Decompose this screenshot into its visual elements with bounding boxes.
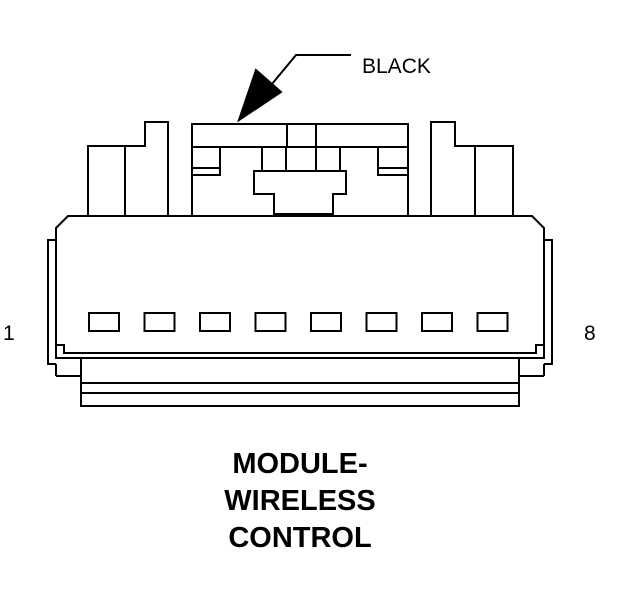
title-line-2: WIRELESS <box>224 485 376 517</box>
terminal-cavity <box>365 312 398 332</box>
terminal-cavity <box>421 312 453 332</box>
title-line-3: CONTROL <box>228 522 372 554</box>
title-line-1: MODULE- <box>232 448 368 480</box>
connector-title: MODULE- WIRELESS CONTROL <box>140 446 460 557</box>
terminal-cavity <box>199 312 231 332</box>
terminal-cavity <box>310 312 342 332</box>
right-latch <box>430 121 514 216</box>
lock-tab <box>191 123 409 216</box>
pin-number-last: 8 <box>584 322 596 345</box>
callout-leader-line <box>271 54 351 85</box>
connector-body <box>47 215 553 365</box>
terminal-cavity <box>143 312 176 332</box>
pin-number-first: 1 <box>3 322 15 345</box>
connector-base <box>55 357 545 407</box>
terminal-cavity <box>88 312 120 332</box>
color-callout <box>237 54 351 123</box>
wire-color-label: BLACK <box>362 55 431 78</box>
terminal-cavity <box>254 312 287 332</box>
left-latch <box>87 121 169 216</box>
terminal-cavities <box>88 312 509 332</box>
callout-arrowhead <box>237 68 283 123</box>
terminal-cavity <box>476 312 509 332</box>
